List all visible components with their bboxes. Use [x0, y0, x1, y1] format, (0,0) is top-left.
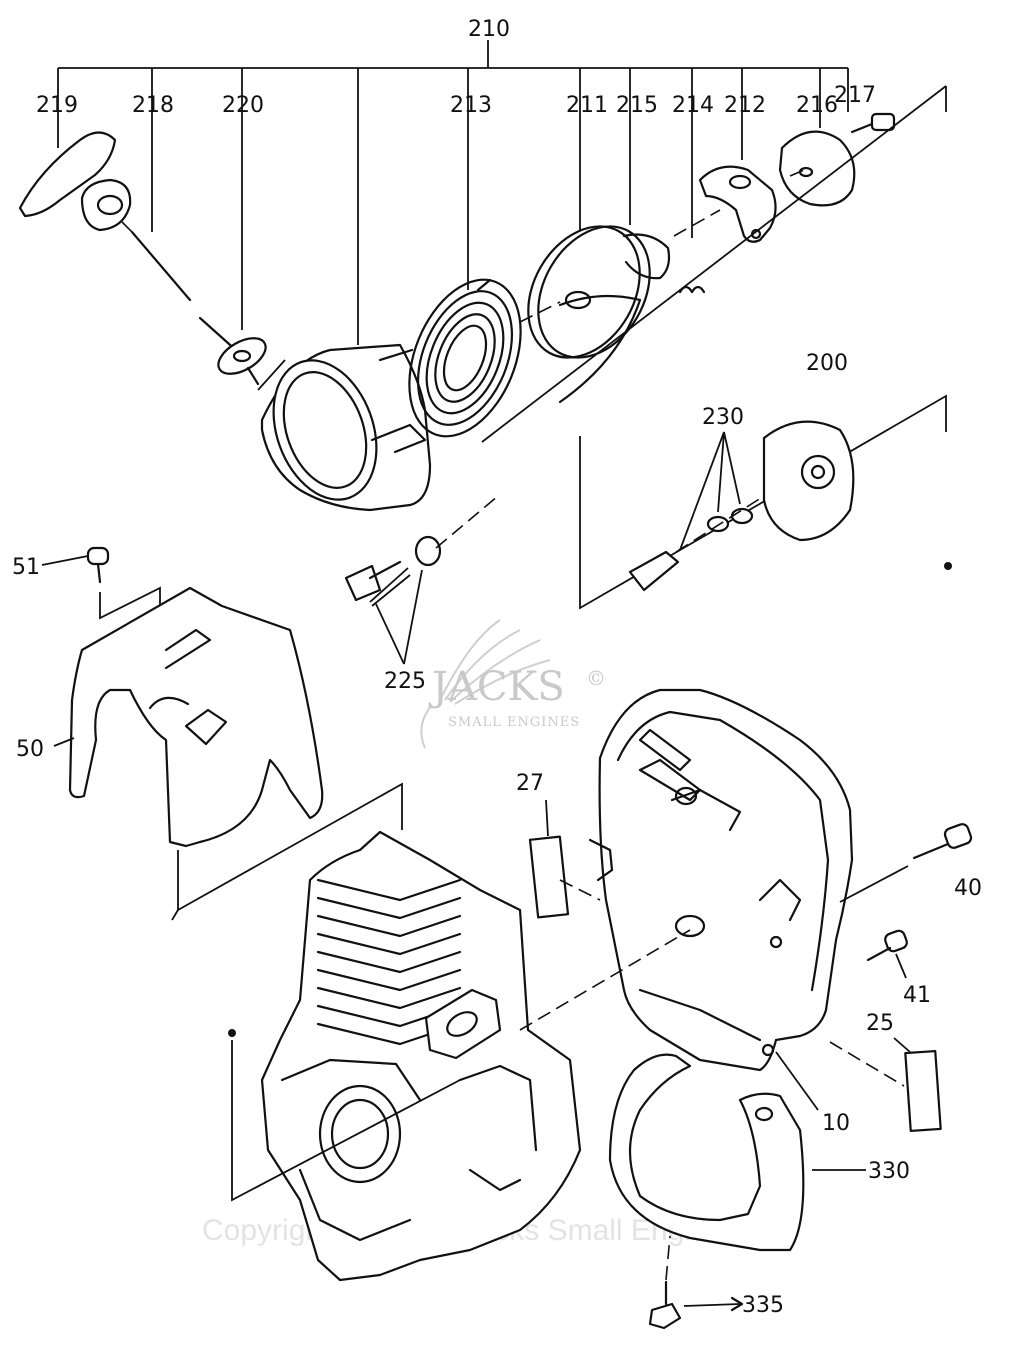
label-230: 230	[702, 405, 744, 430]
label-40: 40	[954, 876, 982, 901]
decal-25	[829, 1037, 942, 1133]
screw-335	[648, 1235, 744, 1330]
label-220: 220	[222, 93, 264, 118]
label-219: 219	[36, 93, 78, 118]
label-330: 330	[868, 1159, 910, 1184]
label-25: 25	[866, 1011, 894, 1036]
label-215: 215	[616, 93, 658, 118]
watermark-registered: ©	[586, 666, 606, 690]
label-27: 27	[516, 771, 544, 796]
label-335: 335	[742, 1293, 784, 1318]
label-212: 212	[724, 93, 766, 118]
label-217: 217	[834, 83, 876, 108]
screw-40	[839, 823, 973, 903]
decal-27	[528, 799, 601, 919]
starter-handle-219	[18, 131, 132, 232]
handle-bracket-330	[608, 1053, 866, 1252]
part-labels: 210 219 218 220 213 211 215 214 212 216 …	[12, 17, 982, 1318]
label-216: 216	[796, 93, 838, 118]
label-210: 210	[468, 17, 510, 42]
label-214: 214	[672, 93, 714, 118]
screw-217	[850, 112, 896, 134]
label-51: 51	[12, 555, 40, 580]
label-41: 41	[903, 983, 931, 1008]
recoil-spring-213	[408, 278, 522, 438]
cover-plate-216	[778, 130, 856, 207]
engine-block	[228, 830, 582, 1282]
label-50: 50	[16, 737, 44, 762]
reference-dot-engine	[228, 1029, 236, 1037]
pulley-group-frame	[257, 85, 947, 443]
label-211: 211	[566, 93, 608, 118]
assembly-bracket-210	[57, 40, 849, 345]
watermark-brand: JACKS	[428, 664, 565, 710]
screw-group-225	[344, 495, 499, 665]
spring-clip-215	[622, 233, 671, 280]
starter-rope-218	[130, 230, 240, 354]
rope-pulley-211	[527, 225, 651, 404]
label-213: 213	[450, 93, 492, 118]
watermark-subtitle: SMALL ENGINES	[448, 715, 580, 730]
label-200: 200	[806, 351, 848, 376]
alignment-lines	[121, 169, 805, 1031]
rope-guide-220	[217, 337, 267, 386]
starter-housing	[260, 343, 432, 512]
ratchet-212	[698, 165, 777, 243]
watermark-logo-icon	[420, 619, 551, 749]
label-218: 218	[132, 93, 174, 118]
engine-cover-50	[53, 586, 403, 921]
label-225: 225	[384, 669, 426, 694]
reference-dot	[944, 562, 952, 570]
fan-housing-10	[588, 688, 854, 1111]
screw-41	[866, 929, 908, 979]
clutch-group	[579, 394, 952, 610]
label-10: 10	[822, 1111, 850, 1136]
